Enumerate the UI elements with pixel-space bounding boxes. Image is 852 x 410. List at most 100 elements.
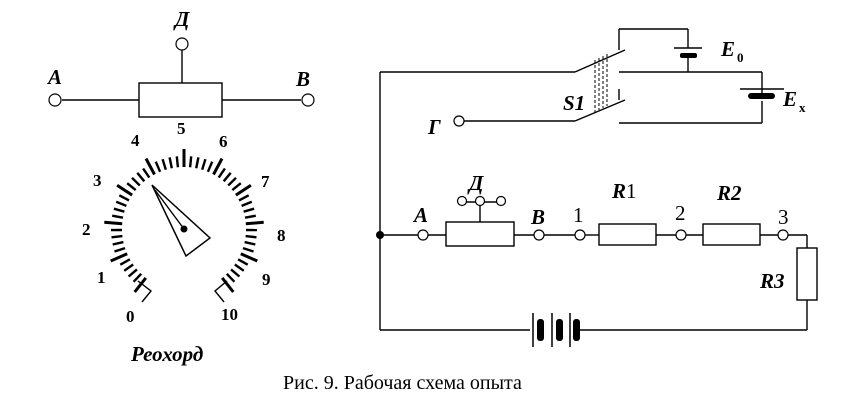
scale-number-5: 5 bbox=[177, 119, 186, 138]
dial-minor-tick bbox=[201, 158, 207, 171]
scale-number-7: 7 bbox=[261, 172, 270, 191]
dial-major-tick bbox=[235, 183, 252, 197]
rheochord-dial: 0 1 2 3 4 5 6 7 8 9 10 Реохорд bbox=[82, 119, 286, 366]
dial-minor-tick bbox=[245, 234, 257, 239]
dial-major-tick bbox=[104, 220, 123, 226]
node-3 bbox=[777, 229, 789, 241]
terminal-d-left bbox=[175, 37, 189, 51]
supply-battery bbox=[532, 313, 580, 347]
dial-minor-tick bbox=[244, 214, 257, 219]
label-ex-sub: x bbox=[799, 100, 806, 115]
dial-minor-tick bbox=[111, 214, 124, 219]
label-node-3: 3 bbox=[778, 205, 789, 229]
dial-minor-tick bbox=[136, 172, 146, 183]
dial-major-tick bbox=[212, 157, 224, 176]
dial-minor-tick bbox=[241, 200, 253, 208]
scale-number-0: 0 bbox=[126, 307, 135, 326]
terminal-d-chain-3 bbox=[495, 195, 507, 207]
terminal-a-left bbox=[48, 93, 62, 107]
label-node-2: 2 bbox=[675, 201, 686, 225]
label-g: Г bbox=[427, 115, 441, 139]
dial-minor-tick bbox=[131, 176, 141, 187]
terminal-b-chain bbox=[533, 229, 545, 241]
dial-minor-tick bbox=[114, 246, 126, 253]
dial-minor-tick bbox=[113, 207, 125, 213]
scale-number-2: 2 bbox=[82, 220, 91, 239]
dial-minor-tick bbox=[126, 182, 137, 192]
label-a-left: А bbox=[46, 65, 62, 89]
dial-minor-tick bbox=[175, 156, 180, 168]
dial-major-tick bbox=[116, 183, 133, 197]
dial-major-tick bbox=[221, 276, 235, 293]
dial-minor-tick bbox=[225, 272, 236, 283]
dial-major-tick bbox=[240, 252, 258, 263]
dial-minor-tick bbox=[168, 157, 173, 169]
dial-minor-tick bbox=[111, 234, 123, 239]
scale-number-1: 1 bbox=[97, 268, 106, 287]
dial-minor-tick bbox=[161, 158, 167, 171]
label-r3: R3 bbox=[759, 269, 785, 293]
resistor-r2 bbox=[702, 223, 761, 246]
node-1 bbox=[574, 229, 586, 241]
label-node-1: 1 bbox=[573, 203, 584, 227]
terminal-d-chain bbox=[456, 195, 468, 207]
label-d-left: Д bbox=[173, 7, 190, 31]
measuring-chain: А В Д 1 2 3 R1 R2 R3 bbox=[376, 171, 818, 323]
dial-minor-tick bbox=[142, 167, 151, 179]
dial-minor-tick bbox=[238, 194, 250, 202]
resistor-r1 bbox=[598, 223, 657, 246]
dial-minor-tick bbox=[123, 263, 134, 272]
scale-number-10: 10 bbox=[221, 305, 238, 324]
dial-minor-tick bbox=[118, 194, 130, 202]
dial-minor-tick bbox=[188, 156, 193, 168]
dial-minor-tick bbox=[231, 182, 242, 192]
dial-minor-tick bbox=[115, 200, 127, 208]
battery-ex-short-plate bbox=[748, 93, 775, 99]
source-circuit: E 0 E x S1 Г bbox=[379, 28, 806, 330]
dial-minor-tick bbox=[154, 161, 162, 173]
scale-number-9: 9 bbox=[262, 270, 271, 289]
scale-number-4: 4 bbox=[131, 131, 140, 150]
label-a-chain: А bbox=[412, 203, 428, 227]
dial-minor-tick bbox=[244, 240, 256, 246]
terminal-d-chain-2 bbox=[474, 195, 486, 207]
label-b-left: В bbox=[295, 67, 310, 91]
terminal-a-chain bbox=[417, 229, 429, 241]
dial-major-tick bbox=[144, 157, 156, 176]
label-ex: E bbox=[782, 87, 797, 111]
supply-line bbox=[380, 313, 808, 347]
dial-minor-tick bbox=[222, 172, 232, 183]
dial-minor-tick bbox=[132, 272, 143, 283]
dial-minor-tick bbox=[112, 240, 124, 246]
scale-number-8: 8 bbox=[277, 226, 286, 245]
scale-number-6: 6 bbox=[219, 132, 228, 151]
dial-minor-tick bbox=[217, 167, 226, 179]
terminal-g bbox=[453, 115, 465, 127]
label-r1: R1 bbox=[611, 179, 637, 203]
rheochord-resistor bbox=[138, 82, 223, 118]
dial-major-tick bbox=[110, 252, 128, 263]
dial-minor-tick bbox=[127, 268, 138, 278]
node-2 bbox=[675, 229, 687, 241]
scale-number-3: 3 bbox=[93, 171, 102, 190]
dial-minor-tick bbox=[119, 258, 131, 266]
dial-minor-tick bbox=[242, 246, 254, 253]
battery-e0-short-plate bbox=[680, 53, 697, 58]
dial-major-tick bbox=[133, 276, 147, 293]
resistor-r3 bbox=[796, 247, 818, 301]
dial-minor-tick bbox=[227, 176, 237, 187]
dial-scale-ticks bbox=[104, 149, 264, 293]
terminal-b-left bbox=[301, 93, 315, 107]
switch-coupling bbox=[594, 54, 608, 112]
figure-caption: Рис. 9. Рабочая схема опыта bbox=[283, 372, 522, 394]
label-r2: R2 bbox=[716, 181, 742, 205]
rheochord-resistor-chain bbox=[445, 221, 515, 247]
label-d-chain: Д bbox=[467, 171, 484, 195]
label-s1: S1 bbox=[563, 91, 585, 115]
dial-minor-tick bbox=[230, 268, 241, 278]
dial-minor-tick bbox=[206, 161, 214, 173]
dial-minor-tick bbox=[243, 207, 255, 213]
dial-pointer bbox=[151, 184, 212, 258]
dial-minor-tick bbox=[195, 157, 200, 169]
